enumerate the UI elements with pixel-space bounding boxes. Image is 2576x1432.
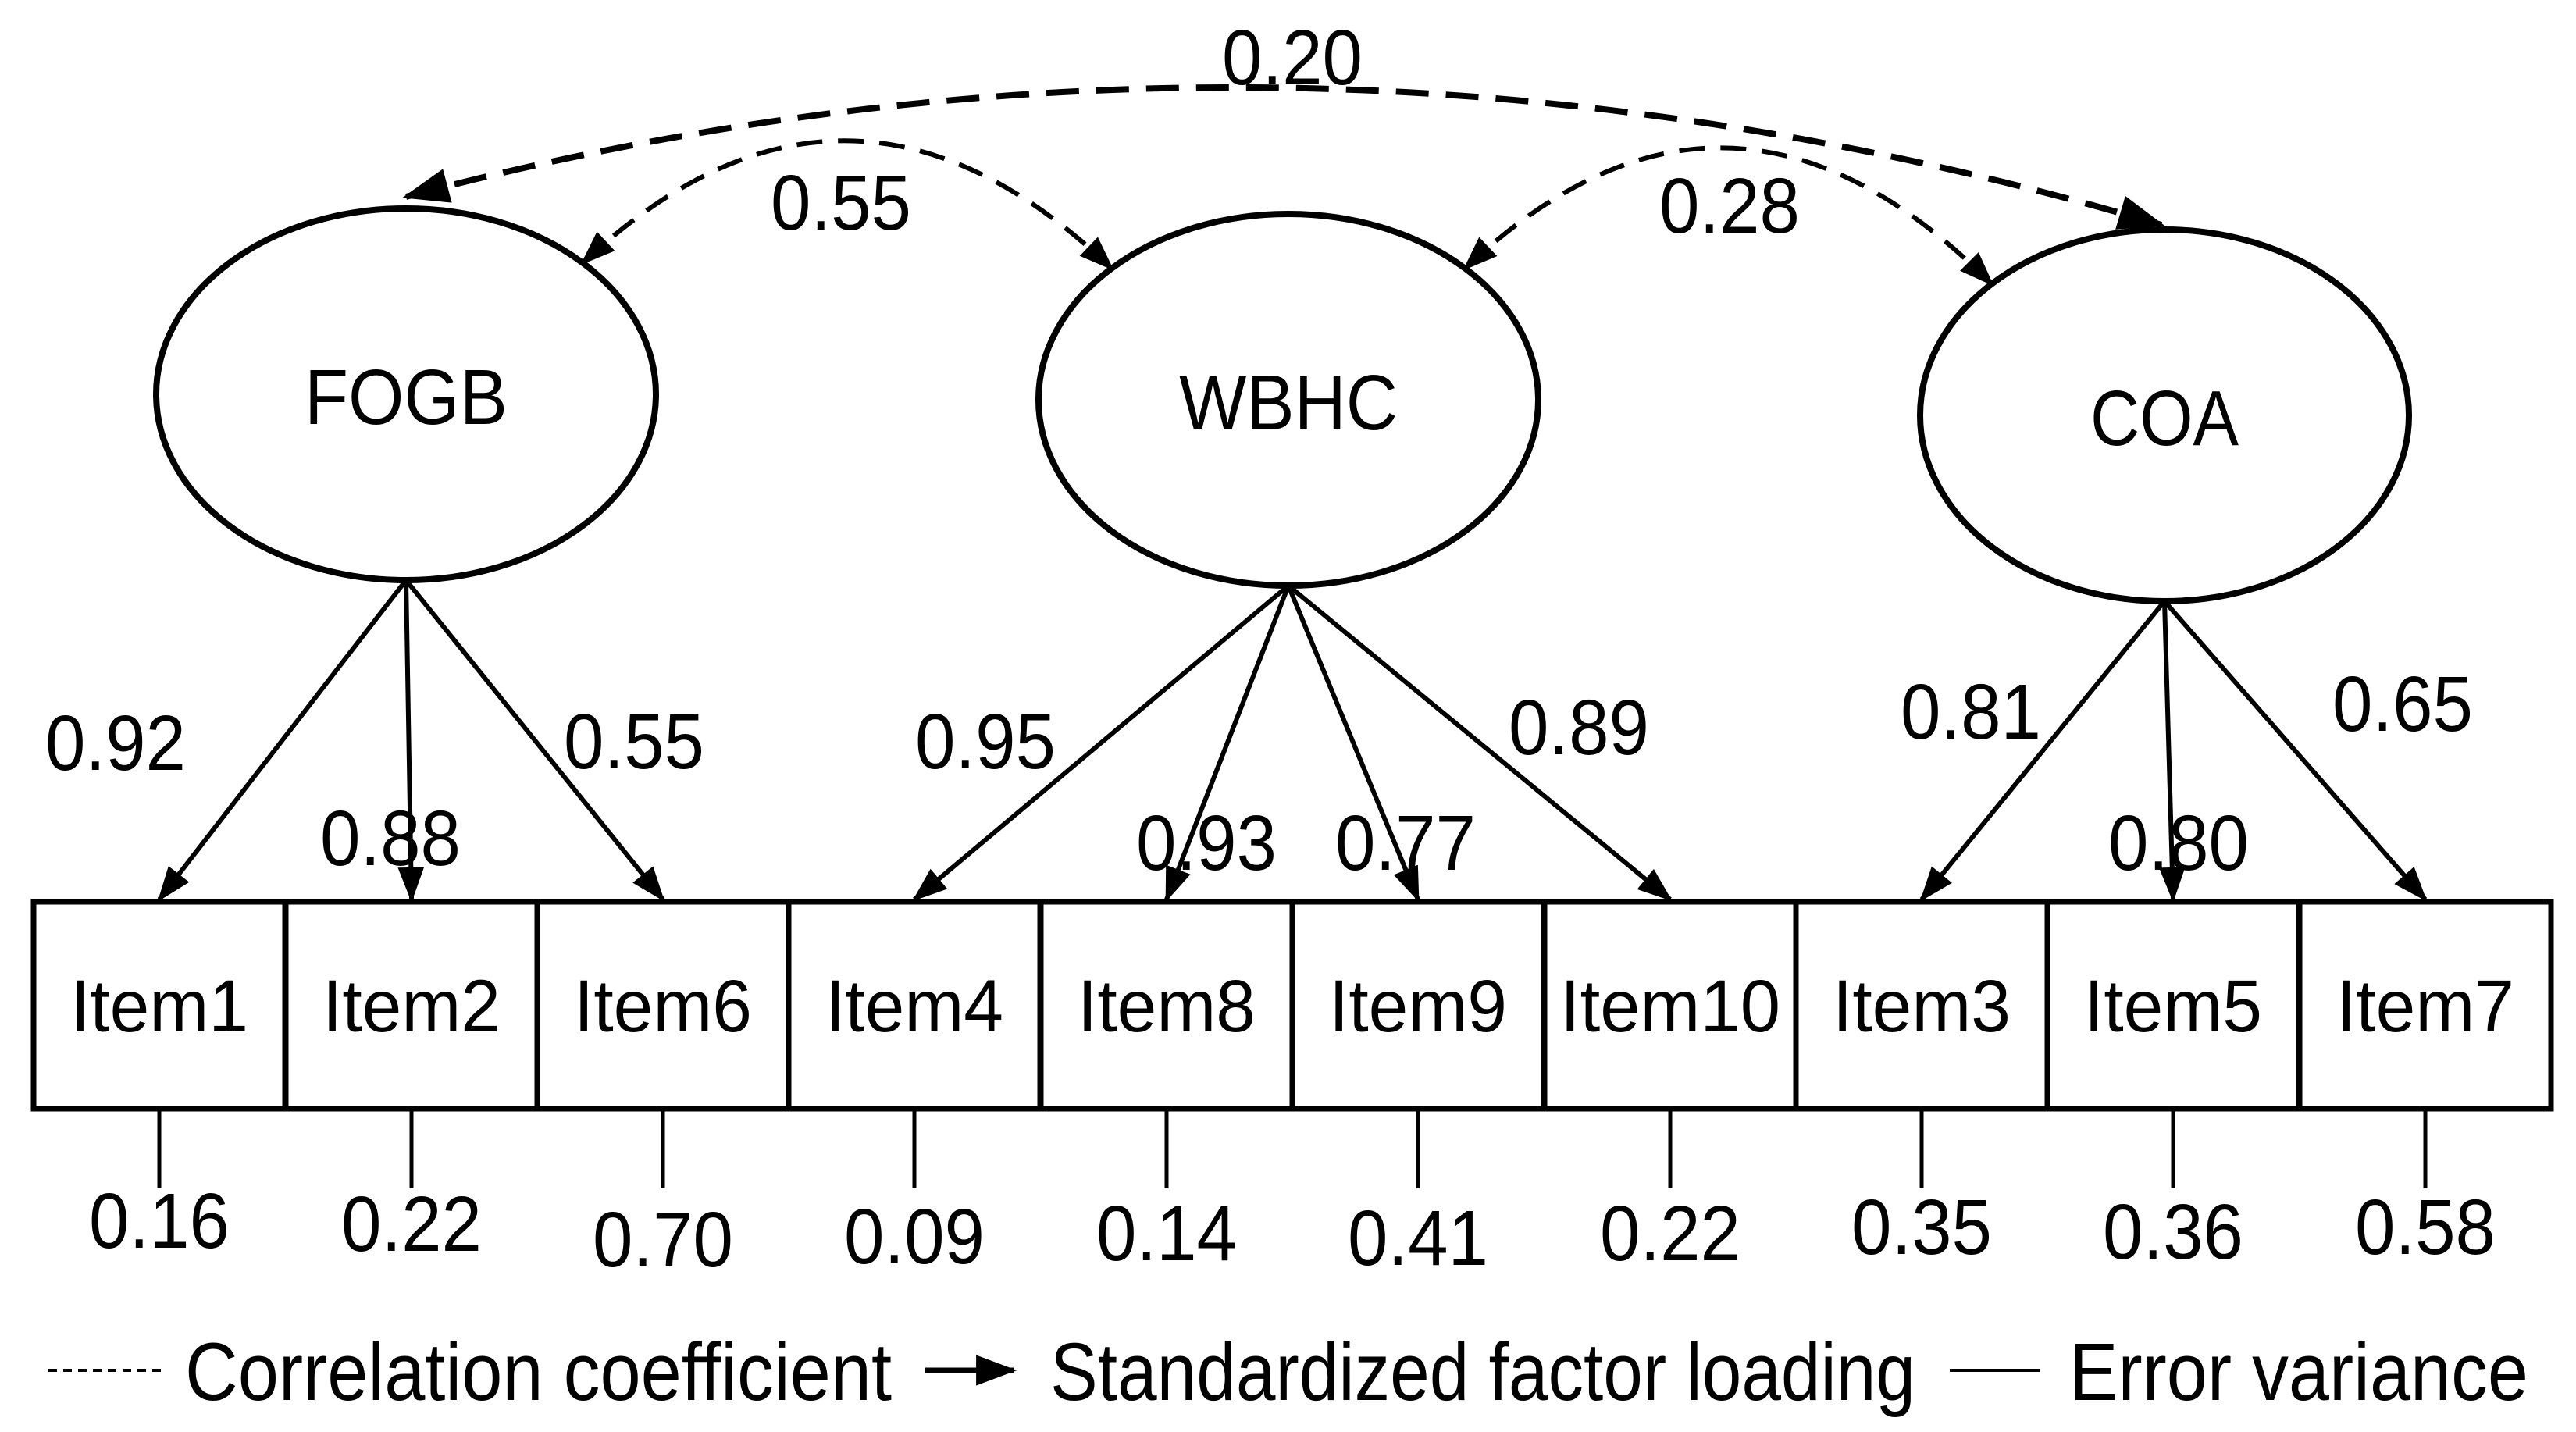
loading-value: 0.65 <box>2332 661 2473 748</box>
loading-value: 0.81 <box>1901 668 2041 756</box>
error-value: 0.36 <box>2103 1188 2243 1276</box>
item-box <box>1038 899 1295 1112</box>
item-box <box>786 899 1043 1112</box>
error-value: 0.09 <box>844 1193 985 1281</box>
item-box <box>1793 899 2050 1112</box>
item-label: Item3 <box>1833 965 2011 1048</box>
loading-value: 0.77 <box>1335 800 1476 887</box>
item-label: Item6 <box>574 965 752 1048</box>
loading-arrow <box>397 579 425 903</box>
loading-arrow <box>157 579 408 902</box>
loading-value: 0.89 <box>1509 684 1649 771</box>
error-value: 0.22 <box>1600 1190 1740 1277</box>
correlation-arc <box>580 138 1114 271</box>
loading-value: 0.92 <box>45 700 186 787</box>
loading-arrow <box>2162 600 2428 902</box>
item-box <box>1541 899 1799 1112</box>
error-value: 0.35 <box>1851 1184 1992 1271</box>
loading-arrow <box>1287 583 1673 902</box>
item-box <box>2296 899 2554 1112</box>
item-label: Item8 <box>1078 965 1256 1048</box>
legend-label: Correlation coefficient <box>185 1327 892 1418</box>
loading-value: 0.93 <box>1136 800 1277 887</box>
factor-label: COA <box>2090 375 2239 462</box>
factor-label: FOGB <box>305 354 508 441</box>
loading-arrow <box>1919 600 2167 902</box>
loading-arrow <box>1164 584 1291 903</box>
legend-label: Standardized factor loading <box>1050 1327 1915 1418</box>
error-value: 0.16 <box>89 1177 230 1265</box>
error-value: 0.41 <box>1348 1195 1488 1282</box>
loading-arrow <box>912 583 1290 902</box>
item-label: Item7 <box>2336 965 2514 1048</box>
item-label: Item9 <box>1329 965 1507 1048</box>
loading-value: 0.95 <box>915 698 1056 785</box>
legend-label: Error variance <box>2069 1327 2528 1418</box>
correlation-value: 0.20 <box>1222 14 1363 102</box>
item-label: Item10 <box>1560 965 1780 1048</box>
error-value: 0.14 <box>1096 1190 1237 1277</box>
loading-arrow <box>1286 584 1420 903</box>
item-box <box>30 899 288 1112</box>
loading-value: 0.55 <box>564 698 704 785</box>
loading-arrow <box>2159 600 2186 903</box>
factor-label: WBHC <box>1179 359 1398 447</box>
correlation-arc <box>402 84 2165 230</box>
item-label: Item1 <box>70 965 248 1048</box>
item-label: Item5 <box>2084 965 2262 1048</box>
error-value: 0.22 <box>341 1181 482 1268</box>
item-label: Item4 <box>825 965 1003 1048</box>
loading-value: 0.88 <box>320 795 461 882</box>
item-label: Item2 <box>322 965 501 1048</box>
item-box <box>2044 899 2302 1112</box>
error-value: 0.58 <box>2355 1184 2496 1271</box>
correlation-arc <box>1463 145 1994 287</box>
correlation-value: 0.28 <box>1659 162 1800 250</box>
item-box <box>1289 899 1547 1112</box>
error-value: 0.70 <box>593 1196 733 1284</box>
loading-arrow <box>404 579 665 902</box>
correlation-value: 0.55 <box>771 159 911 247</box>
loading-value: 0.80 <box>2108 800 2249 887</box>
